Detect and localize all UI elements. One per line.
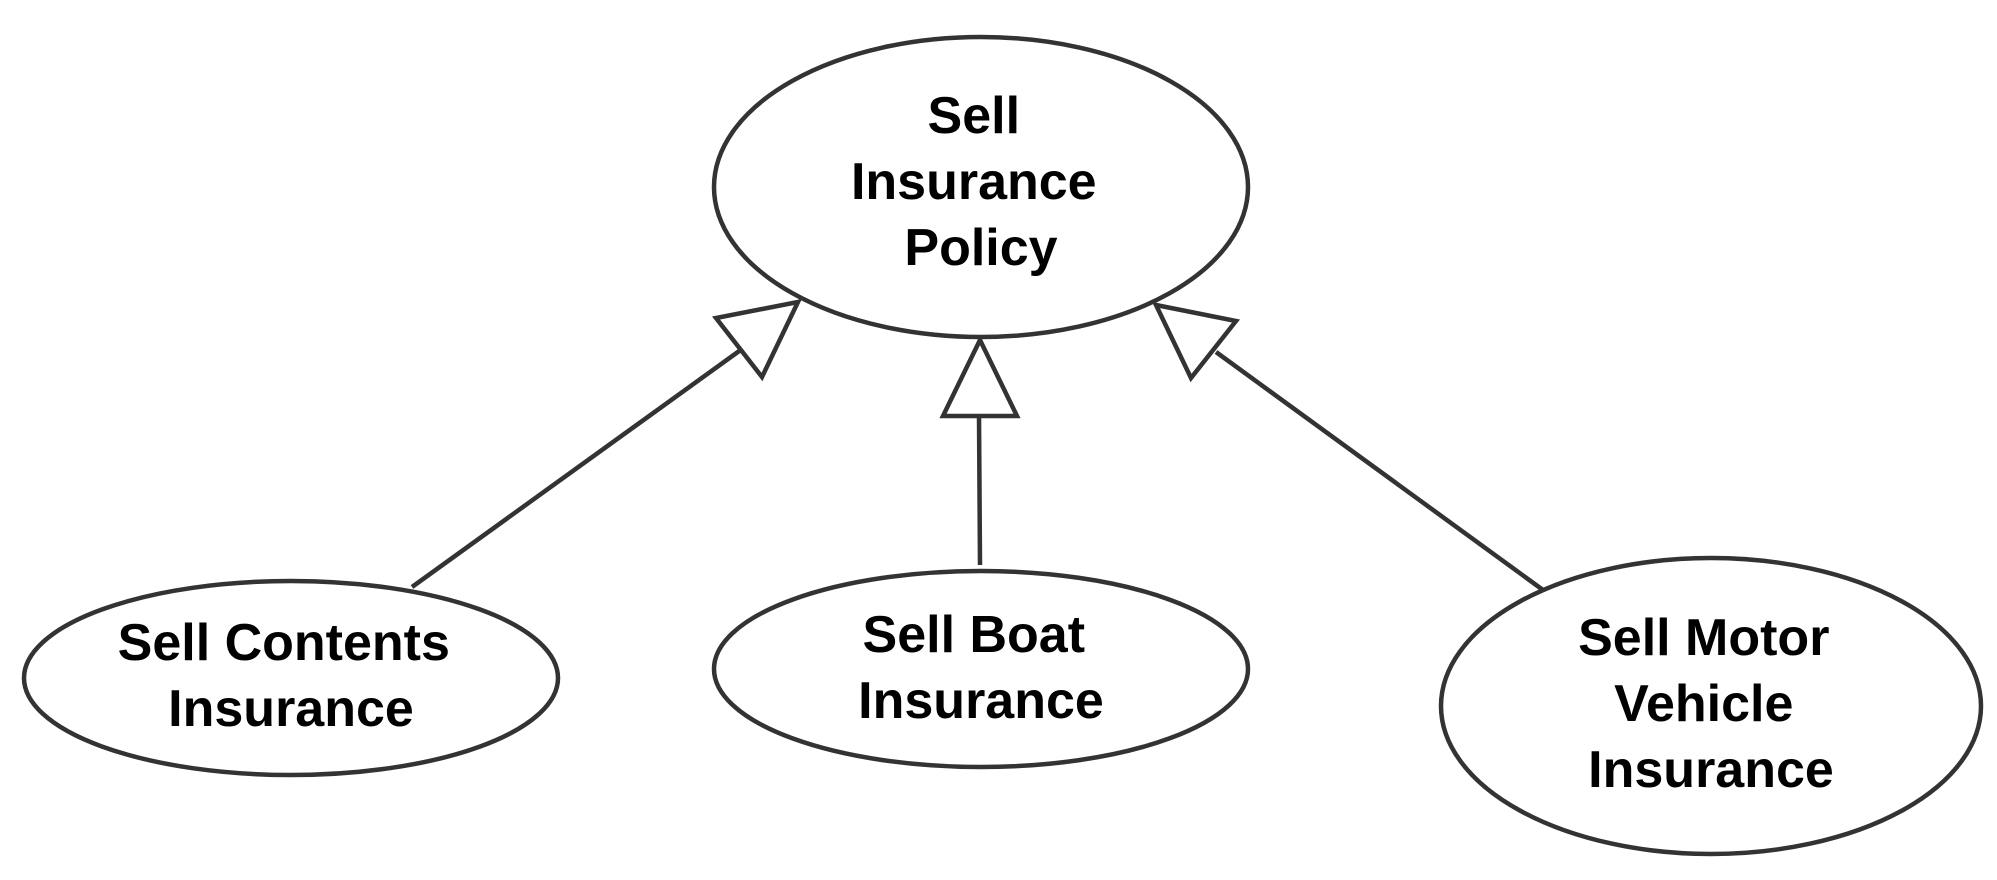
use-case-label: Sell Contents Insurance xyxy=(118,614,465,738)
use-case-label-line: Sell Boat xyxy=(863,606,1086,664)
use-case-label: Sell Boat Insurance xyxy=(858,606,1104,730)
use-case-ellipse xyxy=(711,34,1251,340)
use-case-label-line: Sell xyxy=(928,87,1021,145)
use-case-sell-contents-insurance[interactable]: Sell Contents Insurance xyxy=(21,578,561,778)
use-case-label-line: Insurance xyxy=(168,680,414,738)
generalization-arrowhead-motor xyxy=(1152,301,1241,383)
use-case-label-line: Vehicle xyxy=(1614,675,1793,733)
generalization-line-boat xyxy=(976,415,983,566)
generalization-arrowhead-boat xyxy=(939,334,1021,419)
use-case-label-line: Insurance xyxy=(858,672,1104,730)
use-case-ellipse xyxy=(711,568,1251,770)
use-case-label-line: Policy xyxy=(904,219,1057,277)
generalization-line-motor xyxy=(1214,350,1545,592)
use-case-label: Sell Motor Vehicle Insurance xyxy=(1578,609,1844,799)
use-case-label-line: Insurance xyxy=(851,153,1097,211)
use-case-label: Sell Insurance Policy xyxy=(851,87,1111,277)
use-case-label-line: Sell Motor xyxy=(1578,609,1829,667)
use-case-ellipse xyxy=(21,578,561,778)
use-case-sell-motor-vehicle-insurance[interactable]: Sell Motor Vehicle Insurance xyxy=(1438,555,1984,857)
use-case-ellipse xyxy=(1438,555,1984,857)
use-case-sell-boat-insurance[interactable]: Sell Boat Insurance xyxy=(711,568,1251,770)
use-case-label-line: Sell Contents xyxy=(118,614,450,672)
use-case-sell-insurance-policy[interactable]: Sell Insurance Policy xyxy=(711,34,1251,340)
generalization-arrowhead-contents xyxy=(711,298,802,382)
use-case-label-line: Insurance xyxy=(1588,741,1834,799)
generalization-line-contents xyxy=(410,347,744,589)
